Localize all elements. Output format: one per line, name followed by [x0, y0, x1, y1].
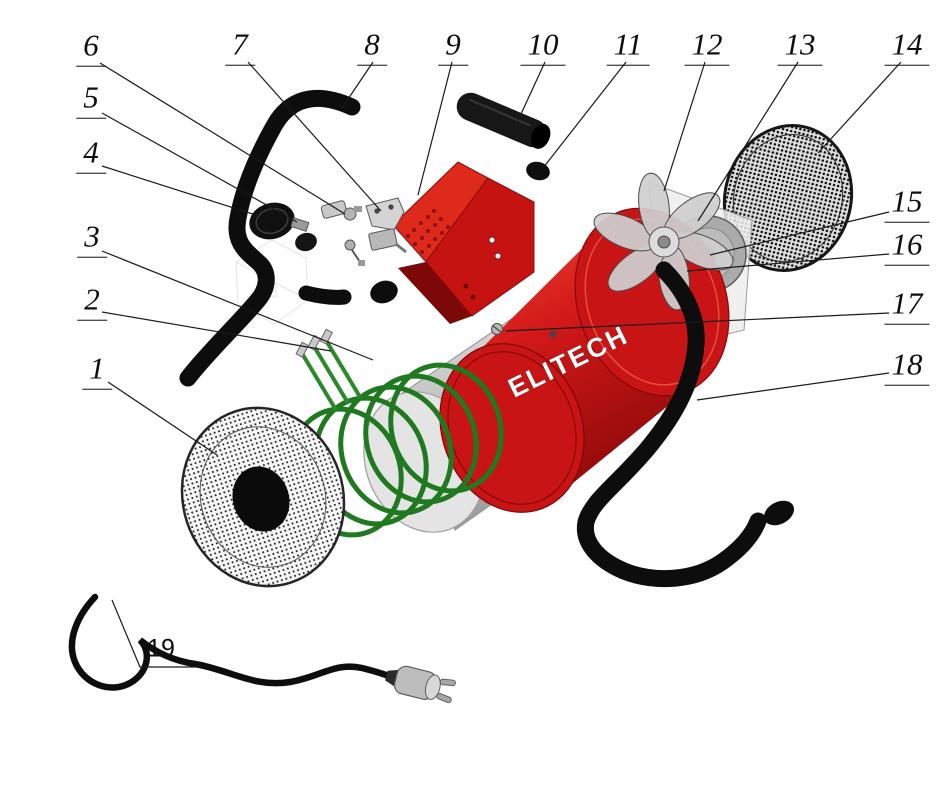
- handle-end-cap: [763, 500, 795, 526]
- gas-valve: [320, 200, 365, 266]
- handle-grip: [456, 92, 551, 149]
- lead-tips: [295, 328, 334, 358]
- fan-impeller: [593, 172, 734, 311]
- speaker-holes: [406, 209, 450, 254]
- leader-line-1: [107, 381, 218, 456]
- callout-7: 7: [225, 28, 255, 66]
- leader-line-2: [101, 311, 332, 352]
- callout-5: 5: [76, 81, 106, 119]
- callout-18: 18: [884, 348, 930, 386]
- callout-12: 12: [684, 28, 730, 66]
- carry-handle-bottom: [576, 261, 795, 588]
- rubber-cap-left: [370, 280, 398, 304]
- callout-2: 2: [77, 283, 107, 321]
- leader-line-15: [709, 211, 890, 256]
- body-screws: [491, 323, 557, 338]
- callout-17: 17: [884, 287, 930, 325]
- leader-line-9: [417, 61, 453, 196]
- callout-1: 1: [82, 352, 112, 390]
- leader-line-18: [696, 372, 890, 401]
- callout-13: 13: [777, 28, 823, 66]
- element-leads: [301, 340, 362, 412]
- heater-body-front-cap: [439, 343, 585, 513]
- leader-line-6: [99, 62, 346, 215]
- leader-line-12: [663, 61, 706, 192]
- leader-line-17: [505, 312, 890, 332]
- callout-10: 10: [520, 28, 566, 66]
- callout-8: 8: [357, 28, 387, 66]
- leader-lines: [99, 61, 902, 668]
- power-cord: [68, 593, 456, 704]
- mounting-bracket: [365, 197, 407, 254]
- leader-line-11: [542, 61, 627, 169]
- leader-line-4: [101, 165, 260, 217]
- leader-line-13: [697, 61, 799, 222]
- leader-line-5: [101, 112, 298, 223]
- callout-19: 19: [147, 634, 175, 663]
- leader-line-10: [514, 61, 546, 128]
- control-box: [392, 161, 535, 324]
- control-knob: [249, 202, 317, 252]
- carry-handle-top: [179, 90, 361, 387]
- front-grille: [180, 406, 346, 588]
- callout-11: 11: [606, 28, 650, 66]
- heating-coil: [288, 328, 504, 538]
- leader-line-19: [111, 599, 202, 668]
- callout-6: 6: [76, 29, 106, 67]
- leader-line-3: [101, 250, 374, 361]
- callout-9: 9: [438, 28, 468, 66]
- callout-16: 16: [884, 228, 930, 266]
- leader-line-7: [247, 61, 382, 212]
- leader-line-16: [686, 253, 890, 272]
- callout-15: 15: [884, 185, 930, 223]
- knob-bezel: [295, 232, 317, 252]
- callout-4: 4: [76, 136, 106, 174]
- callout-3: 3: [77, 220, 107, 258]
- callout-14: 14: [884, 28, 930, 66]
- power-plug: [385, 665, 456, 704]
- leader-line-14: [817, 61, 902, 154]
- rear-grille: [722, 124, 854, 272]
- leader-line-8: [341, 61, 374, 109]
- grille-hub: [232, 466, 290, 532]
